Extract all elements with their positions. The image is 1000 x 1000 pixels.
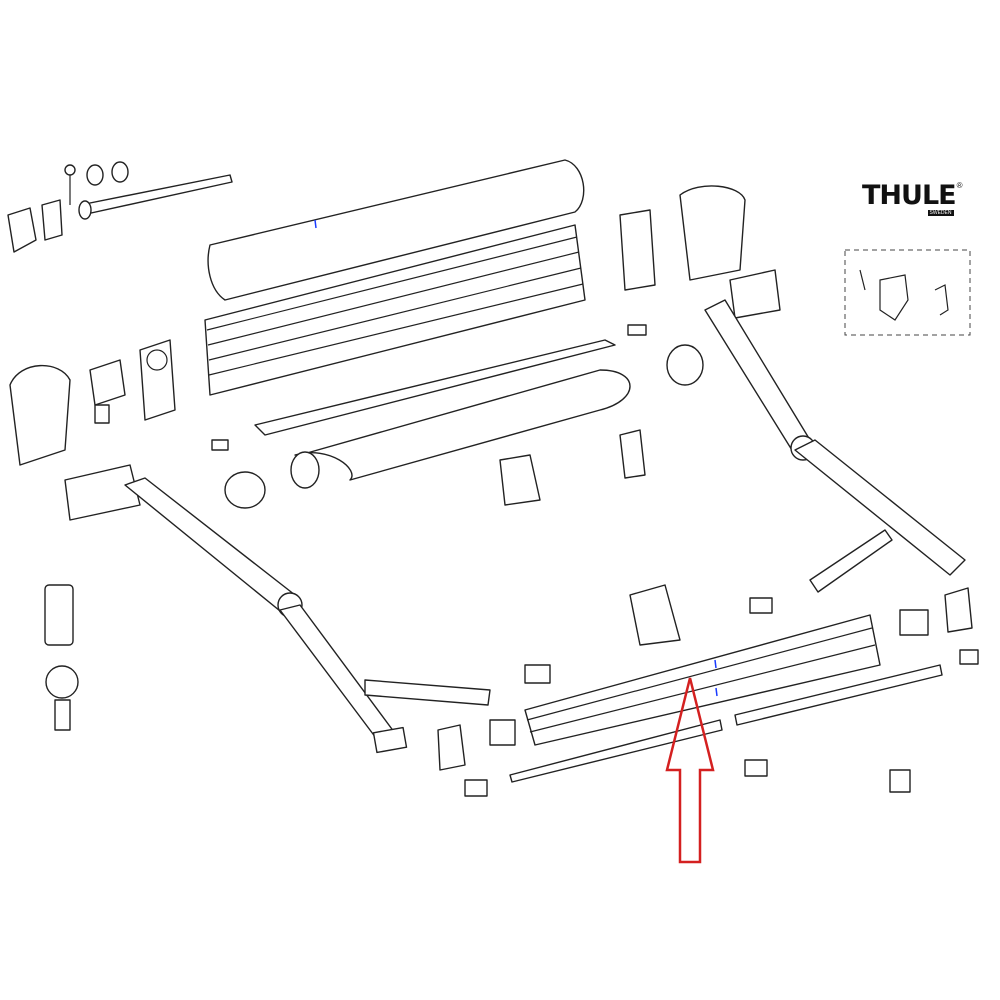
- front-bar-profile: [524, 614, 881, 746]
- left-bracket-small: [41, 199, 63, 241]
- front-end-cap-left: [437, 724, 466, 771]
- right-gear-housing: [619, 209, 656, 291]
- thule-logo-row: THULE ®: [862, 180, 963, 211]
- center-support: [499, 454, 541, 506]
- top-clip: [749, 597, 773, 614]
- front-end-cap-right: [944, 587, 973, 633]
- front-latch-right: [899, 609, 929, 636]
- front-latch-left: [489, 719, 516, 746]
- fabric-strip: [254, 339, 616, 436]
- thule-logo-block: THULE ® SWEDEN: [862, 182, 963, 216]
- spare-parts-dashed-box: [844, 249, 971, 336]
- left-end-cap-small: [7, 207, 37, 253]
- screw-key: [64, 164, 76, 205]
- foot-clip-4: [959, 649, 979, 665]
- bearing-ring: [86, 161, 129, 186]
- left-gas-strut: [509, 719, 723, 783]
- right-gas-strut: [734, 664, 943, 726]
- small-clip-1: [211, 439, 229, 451]
- left-arm-connector-bar: [364, 679, 491, 706]
- registered-mark: ®: [956, 181, 963, 190]
- right-arm: [704, 299, 966, 576]
- left-motor-housing: [89, 359, 126, 424]
- left-gear-housing: [139, 339, 176, 421]
- right-arm-bracket: [729, 269, 781, 319]
- cassette-profile: [204, 224, 586, 396]
- spring-rod: [78, 174, 233, 220]
- led-clip: [524, 664, 551, 684]
- remote-control: [44, 584, 79, 731]
- left-arm-bracket: [64, 464, 141, 521]
- roller-tube-fabric: [290, 369, 631, 489]
- right-end-cap-large: [679, 185, 746, 281]
- center-clamp: [619, 429, 646, 479]
- left-arm: [124, 477, 408, 754]
- foot-clip-3: [889, 769, 911, 793]
- thule-logo-sub: SWEDEN: [927, 210, 954, 216]
- right-roller-plug: [666, 344, 704, 386]
- foot-clip-1: [464, 779, 488, 797]
- thule-logo: THULE: [862, 180, 957, 211]
- front-support-bracket: [629, 584, 681, 646]
- left-end-cap-large: [9, 364, 71, 466]
- red-highlight-arrow: [665, 677, 715, 864]
- roller-end-plug: [224, 471, 266, 509]
- cassette-top-cover: [207, 159, 585, 301]
- small-clip-2: [627, 324, 647, 336]
- foot-clip-2: [744, 759, 768, 777]
- right-arm-connector-bar: [809, 529, 893, 593]
